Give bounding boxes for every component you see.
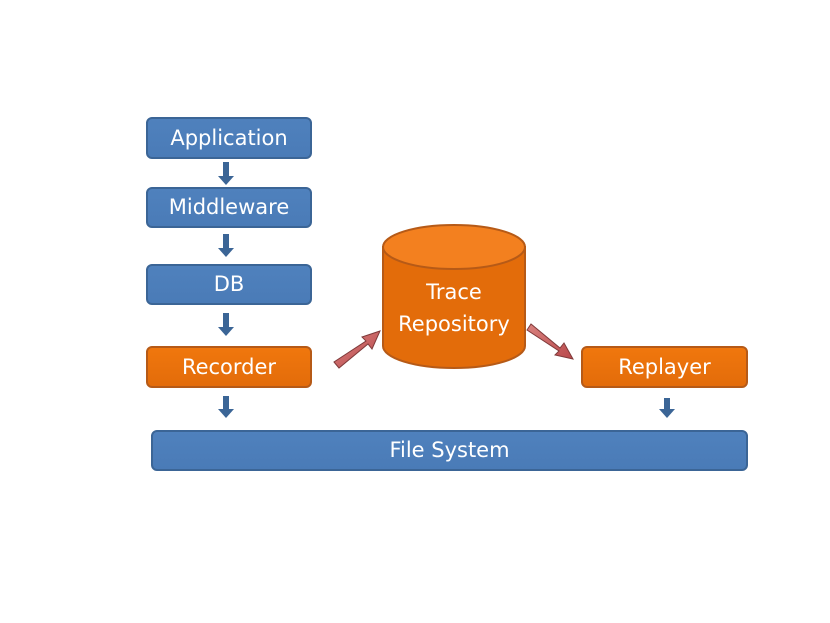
db-box: DB [146,264,312,305]
arrow-recorder-to-filesystem [218,396,234,418]
replayer-label: Replayer [618,354,711,379]
trace-repository-cylinder [382,224,526,369]
replayer-box: Replayer [581,346,748,388]
application-box: Application [146,117,312,159]
file-system-box: File System [151,430,748,471]
recorder-box: Recorder [146,346,312,388]
db-label: DB [213,272,245,296]
arrow-trace-repository-to-replayer [526,323,574,360]
trace-repository-label-line-1: Trace [426,280,482,304]
arrow-recorder-to-trace-repository [333,330,381,369]
middleware-label: Middleware [168,195,290,219]
arrow-replayer-to-filesystem [659,398,675,418]
recorder-label: Recorder [181,354,277,379]
application-label: Application [170,125,288,150]
arrow-db-to-recorder [218,313,234,336]
arrow-middleware-to-db [218,234,234,257]
arrow-application-to-middleware [218,162,234,185]
trace-repository-label-line-2: Repository [398,312,510,336]
file-system-label: File System [389,438,510,462]
trace-repository-label: Trace Repository [383,276,525,340]
middleware-box: Middleware [146,187,312,228]
